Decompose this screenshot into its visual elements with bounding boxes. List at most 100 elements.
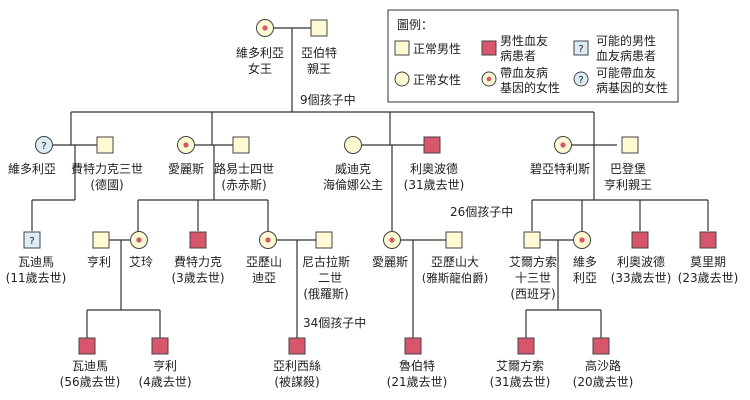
label-ludwig-2: (赤赤斯) [221,178,266,192]
legend-label: 病基因的女性 [596,80,668,95]
label-beatrice: 碧亞特利斯 [530,161,590,176]
person-frederick-hesse: 費特力克 (3歲去世) [172,231,225,285]
label-waldemar-2: (11歲去世) [6,271,67,285]
person-leopold-battenberg: 利奧波德 (33歲去世) [611,231,671,285]
person-alfonso: 艾爾方索 (31歲去世) [490,337,551,389]
annotation-children-9: 9個孩子中 [300,92,356,107]
question-mark-icon: ? [41,141,46,152]
person-henry: 亨利 [87,231,111,269]
label-helena-1: 威迪克 [335,162,371,176]
label-alice-g: 愛麗斯 [372,255,408,269]
person-albert: 亞伯特 親王 [301,19,337,76]
person-friedrich: 費特力克三世 (德國) [71,136,143,192]
label-nicholas-2: 二世 [318,271,342,285]
legend-item-female-normal: 正常女性 [394,71,461,87]
legend-label: 帶血友病 [500,65,548,80]
person-waldemar: ? 瓦迪馬 (11歲去世) [6,231,67,285]
label-waldemar-1: 瓦迪馬 [18,255,54,269]
label-henry-b-2: 亨利親王 [604,177,652,192]
label-rupert-1: 魯伯特 [399,358,435,373]
label-victoria-1: 維多利亞 [236,46,284,60]
person-alice: 愛麗斯 [168,136,204,176]
person-henry-battenberg: 巴登堡 亨利親王 [604,136,652,192]
label-alfonso13-3: (西班牙) [510,287,555,301]
label-gonzalo-2: (20歲去世) [573,375,634,389]
label-henry-p-2: (4歲去世) [139,375,192,389]
person-leopold: 利奧波德 (31歲去世) [404,136,465,192]
person-alice-granddaughter: 愛麗斯 [372,231,408,269]
person-alexandra: 亞歷山 迪亞 [246,231,282,285]
legend-label: 可能帶血友 [596,66,656,80]
legend-item-female-possible: ? 可能帶血友 病基因的女性 [573,66,668,95]
label-alfonso13-2: 十三世 [515,271,551,285]
label-nicholas-3: (俄羅斯) [303,287,348,301]
label-victoria-d: 維多利亞 [8,162,56,176]
label-henry-p-1: 亨利 [153,358,177,373]
person-beatrice: 碧亞特利斯 [530,136,590,176]
label-leopold-2: (31歲去世) [404,178,465,192]
label-irene: 艾玲 [129,255,153,269]
label-frederick-h-1: 費特力克 [174,254,222,269]
legend-label: 可能的男性 [596,33,656,48]
label-alfonso-2: (31歲去世) [490,375,551,389]
person-helena: 威迪克 海倫娜公主 [323,136,383,192]
legend-title: 圖例： [397,18,433,32]
legend-item-male-possible: ? 可能的男性 血友病患者 [573,33,656,63]
label-victoria-2: 女王 [248,61,272,76]
person-alexander: 亞歷山大 (雅斯龍伯爵) [422,231,488,285]
question-mark-icon: ? [578,75,583,86]
label-alexander-1: 亞歷山大 [431,255,479,269]
legend-item-male-affected: 男性血友 病患者 [481,34,548,63]
question-mark-icon: ? [578,44,583,55]
pedigree-lines [31,27,709,338]
label-alexei-2: (被謀殺) [274,375,319,389]
question-mark-icon: ? [29,236,34,247]
label-friedrich-2: (德國) [90,177,123,192]
person-rupert: 魯伯特 (21歲去世) [387,337,448,389]
label-alice: 愛麗斯 [168,162,204,176]
label-henry-b-1: 巴登堡 [610,161,646,176]
label-alexander-2: (雅斯龍伯爵) [422,271,488,285]
label-albert-1: 亞伯特 [301,45,337,60]
label-leopold-b-1: 利奧波德 [617,254,665,269]
label-frederick-h-2: (3歲去世) [172,271,225,285]
person-irene: 艾玲 [129,231,153,269]
legend-item-male-normal: 正常男性 [394,40,461,56]
person-waldemar-prussia: 瓦迪馬 (56歲去世) [60,337,121,389]
label-alexandra-2: 迪亞 [252,271,276,285]
label-gonzalo-1: 高沙路 [585,358,621,373]
label-rupert-2: (21歲去世) [387,375,448,389]
legend-label: 血友病患者 [596,48,656,63]
label-albert-2: 親王 [307,62,331,76]
label-alfonso-1: 艾爾方索 [496,358,544,373]
person-ludwig: 路易士四世 (赤赤斯) [214,136,274,192]
person-henry-prussia: 亨利 (4歲去世) [139,337,192,389]
person-alfonso-xiii: 艾爾方索 十三世 (西班牙) [509,231,557,301]
label-alexei-1: 亞利西絲 [273,358,321,373]
label-maurice-2: (23歲去世) [678,271,739,285]
label-henry: 亨利 [87,254,111,269]
annotation-children-34: 34個孩子中 [303,315,366,330]
label-waldemar-p-2: (56歲去世) [60,375,121,389]
label-victoria-e-1: 維多 [573,255,597,269]
legend-label: 男性血友 [500,34,548,48]
legend-label: 正常男性 [413,42,461,56]
label-victoria-e-2: 利亞 [573,271,597,285]
legend-label: 基因的女性 [500,80,560,95]
label-leopold-1: 利奧波德 [410,161,458,176]
legend-label: 正常女性 [413,72,461,87]
person-alexei: 亞利西絲 (被謀殺) [273,337,321,389]
label-waldemar-p-1: 瓦迪馬 [72,359,108,373]
annotation-children-26: 26個孩子中 [450,204,513,219]
legend-item-female-carrier: 帶血友病 基因的女性 [481,65,560,95]
label-helena-2: 海倫娜公主 [323,177,383,192]
label-alexandra-1: 亞歷山 [246,255,282,269]
label-maurice-1: 莫里期 [690,255,726,269]
person-victoria-eugenie: 維多 利亞 [573,231,597,285]
person-nicholas: 尼古拉斯 二世 (俄羅斯) [302,231,350,301]
person-gonzalo: 高沙路 (20歲去世) [573,337,634,389]
label-friedrich-1: 費特力克三世 [71,161,143,176]
label-ludwig-1: 路易士四世 [214,161,274,176]
label-alfonso13-1: 艾爾方索 [509,254,557,269]
